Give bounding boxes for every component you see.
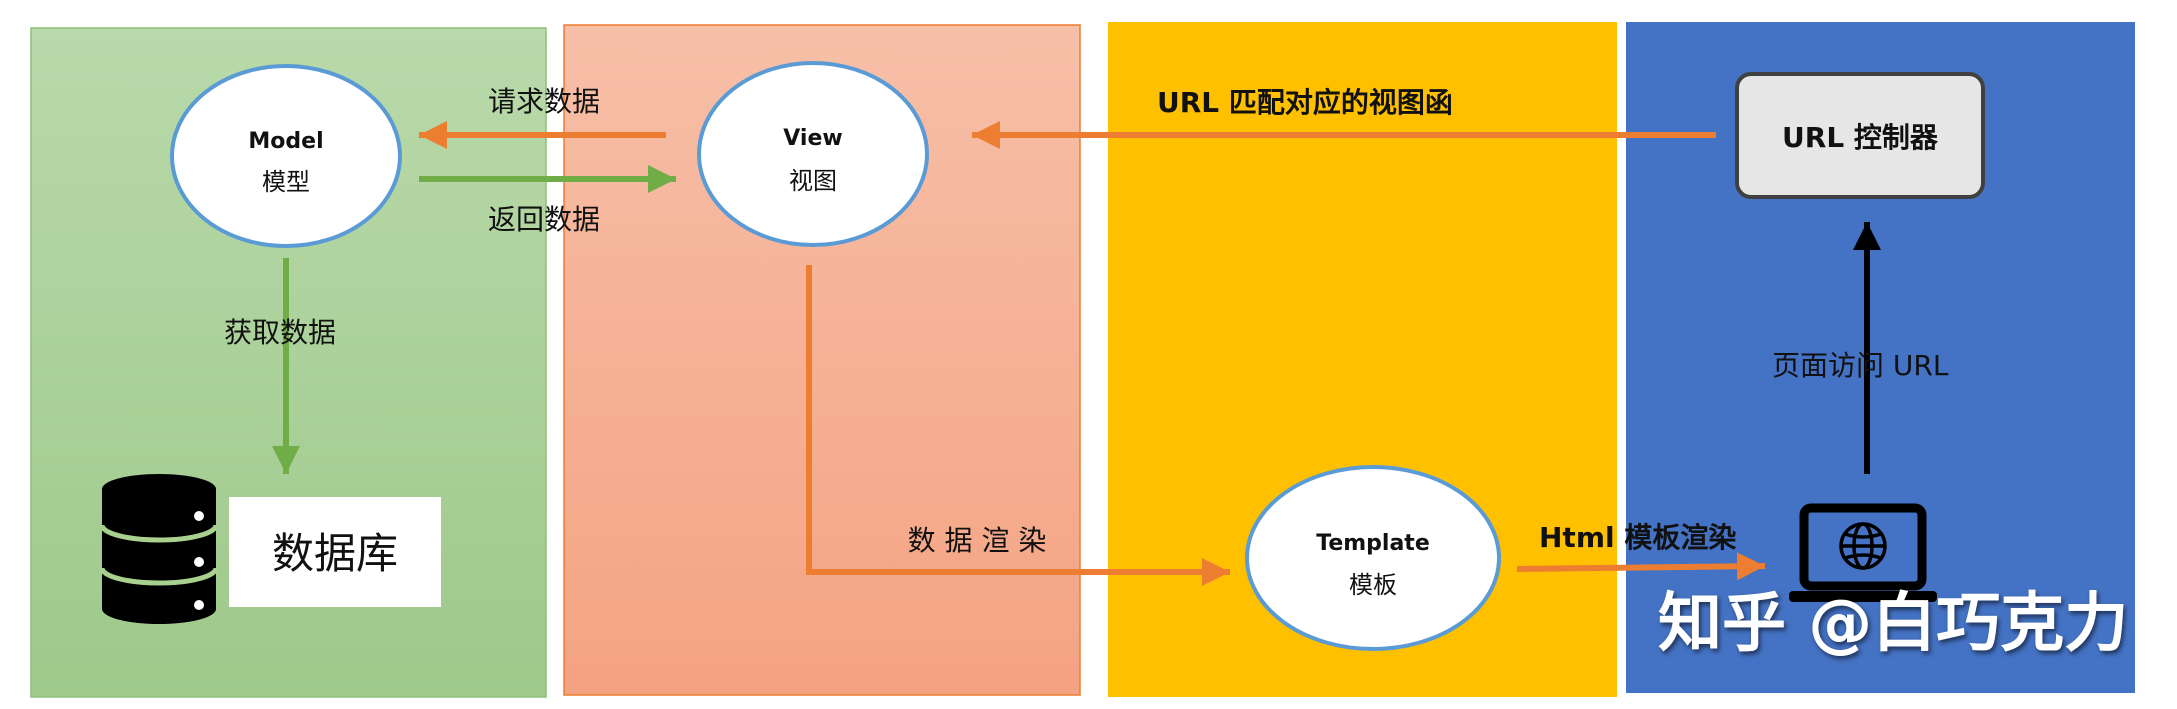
data-render-label: 数 据 渲 染 — [908, 524, 1047, 557]
url-match-label: URL 匹配对应的视图函 — [1157, 86, 1453, 119]
database-cylinder-bottom — [102, 594, 216, 624]
view-node-ellipse — [697, 61, 929, 247]
template-node-ellipse — [1245, 465, 1501, 651]
database-label-box — [229, 497, 441, 607]
laptop-screen — [1799, 503, 1927, 591]
return-data-label: 返回数据 — [488, 203, 600, 236]
laptop-base — [1789, 591, 1937, 602]
database-separator-bottom — [99, 567, 219, 586]
data-render-arrow — [806, 265, 1230, 586]
page-visit-label: 页面访问 URL — [1772, 349, 1949, 382]
database-separator-top — [99, 524, 219, 543]
url-controller-box — [1735, 72, 1985, 199]
database-icon — [99, 474, 219, 624]
html-render-label: Html 模板渲染 — [1539, 521, 1736, 554]
view-node-subtitle: 视图 — [789, 167, 837, 195]
url-controller-node: URL 控制器 — [1735, 72, 1985, 199]
database-indicator-1 — [194, 511, 204, 521]
database-cylinder-top — [102, 474, 216, 504]
html-render-arrow — [1516, 552, 1766, 581]
watermark: 知乎 @白巧克力 — [1658, 587, 2128, 661]
model-node-subtitle: 模型 — [262, 168, 310, 196]
database-indicator-2 — [194, 557, 204, 567]
template-node-title: Template — [1316, 531, 1430, 556]
template-node: Template 模板 — [1245, 465, 1501, 651]
globe-icon — [1839, 522, 1887, 570]
template-node-subtitle: 模板 — [1349, 571, 1397, 599]
url-controller-label: URL 控制器 — [1782, 121, 1939, 154]
laptop-icon — [1789, 503, 1937, 602]
database-label: 数据库 — [272, 529, 398, 578]
request-data-label: 请求数据 — [488, 85, 600, 118]
model-node-ellipse — [170, 64, 402, 248]
database-indicator-3 — [194, 600, 204, 610]
fetch-data-label: 获取数据 — [224, 316, 336, 349]
view-node: View 视图 — [697, 61, 929, 247]
model-node: Model 模型 — [170, 64, 402, 248]
database-cylinder-body — [102, 489, 216, 609]
view-node-title: View — [783, 126, 842, 151]
model-node-title: Model — [248, 129, 323, 154]
